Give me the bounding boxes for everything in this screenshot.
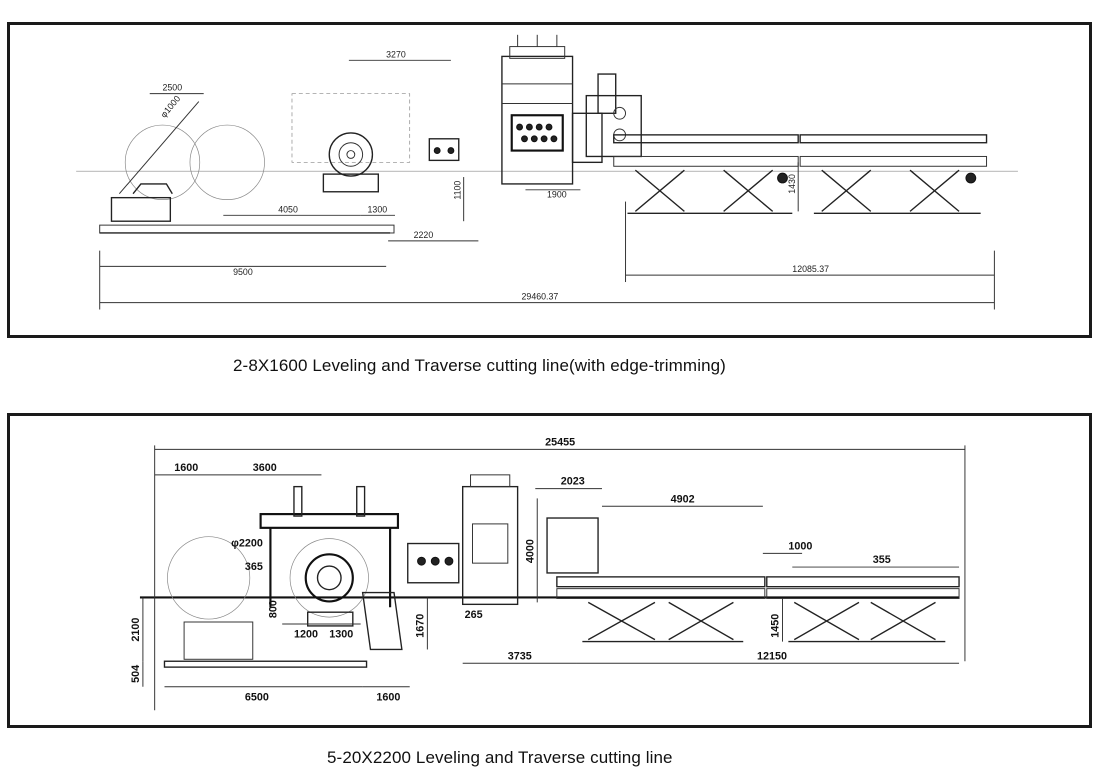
coil-outline <box>167 536 251 620</box>
dim-29460: 29460.37 <box>522 292 559 302</box>
dim-1300: 1300 <box>368 204 388 214</box>
dim-1600-top: 1600 <box>174 462 198 474</box>
drawing-panel-2: 25455 1600 3600 2023 4902 1000 355 φ2200… <box>7 413 1092 728</box>
stacking-conveyor-b <box>766 576 960 643</box>
uncoiler-car <box>110 196 172 222</box>
decoiler-drum <box>328 132 374 177</box>
dim-2500: 2500 <box>162 83 182 93</box>
dim-1450: 1450 <box>770 614 782 638</box>
coil-outline-right <box>189 124 265 200</box>
dim-355: 355 <box>873 554 891 566</box>
dim-1000: 1000 <box>788 540 812 552</box>
dim-phi2200: φ2200 <box>231 537 263 549</box>
dim-800: 800 <box>267 600 279 618</box>
dim-4902: 4902 <box>671 493 695 505</box>
coil-outline-left <box>124 124 201 200</box>
dim-1200: 1200 <box>294 629 318 641</box>
layout-drawing-2: 25455 1600 3600 2023 4902 1000 355 φ2200… <box>130 436 966 711</box>
drawing-panel-1: 3270 2500 φ1000 4050 1300 1900 1100 1430… <box>7 22 1092 338</box>
caption-line-1: 2-8X1600 Leveling and Traverse cutting l… <box>233 356 726 375</box>
dim-9500: 9500 <box>233 267 253 277</box>
dim-2100: 2100 <box>130 618 142 642</box>
dim-1600-bottom: 1600 <box>376 691 400 703</box>
uncoiler-frame <box>259 485 400 627</box>
dim-3600: 3600 <box>253 462 277 474</box>
dim-25455: 25455 <box>545 436 575 448</box>
stacking-conveyor-2 <box>799 134 988 215</box>
dim-4000: 4000 <box>524 539 536 563</box>
dim-1300: 1300 <box>329 629 353 641</box>
dim-504: 504 <box>130 665 142 683</box>
dim-1430: 1430 <box>787 174 797 194</box>
dim-1670: 1670 <box>414 614 426 638</box>
layout-drawing-1: 3270 2500 φ1000 4050 1300 1900 1100 1430… <box>76 34 1018 310</box>
dim-1100: 1100 <box>453 181 463 200</box>
dim-6500: 6500 <box>245 691 269 703</box>
leveler-rolls <box>516 123 558 143</box>
dim-12085: 12085.37 <box>792 264 829 274</box>
dim-12150: 12150 <box>757 650 787 662</box>
dim-4050: 4050 <box>278 204 298 214</box>
dim-3270: 3270 <box>386 49 406 59</box>
dim-265: 265 <box>465 609 483 621</box>
dim-2023: 2023 <box>561 476 585 488</box>
dim-1900: 1900 <box>547 190 567 200</box>
stacking-conveyor-1 <box>613 134 799 215</box>
dim-3735: 3735 <box>508 650 532 662</box>
leveler-frame-2 <box>461 485 519 606</box>
dim-2220: 2220 <box>414 230 434 240</box>
dim-365: 365 <box>245 561 263 573</box>
caption-line-2: 5-20X2200 Leveling and Traverse cutting … <box>327 748 673 767</box>
dim-phi1000: φ1000 <box>158 94 182 120</box>
coil-car-rail <box>163 660 368 668</box>
stacking-conveyor-a <box>556 576 766 643</box>
